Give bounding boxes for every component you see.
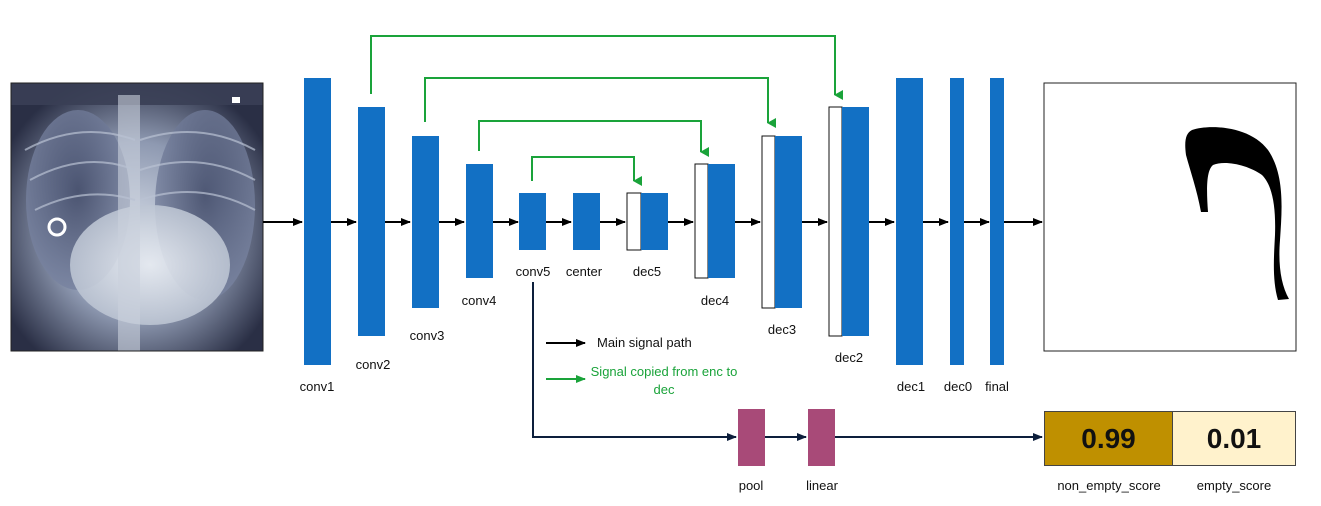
label-conv3: conv3 bbox=[409, 328, 445, 343]
block-dec3-copy bbox=[761, 135, 776, 309]
block-dec4-copy bbox=[694, 163, 709, 279]
label-dec3: dec3 bbox=[767, 322, 797, 337]
mask-shape bbox=[1185, 127, 1289, 300]
block-dec5 bbox=[641, 193, 668, 250]
classifier-path bbox=[532, 282, 1043, 441]
network-blocks bbox=[304, 78, 1004, 365]
label-final: final bbox=[985, 379, 1009, 394]
label-conv2: conv2 bbox=[355, 357, 391, 372]
block-conv1 bbox=[304, 78, 331, 365]
label-pool: pool bbox=[738, 478, 764, 493]
block-dec1 bbox=[896, 78, 923, 365]
block-conv3 bbox=[412, 136, 439, 308]
legend-main-label: Main signal path bbox=[597, 335, 692, 350]
label-empty-score: empty_score bbox=[1196, 478, 1272, 493]
label-linear: linear bbox=[806, 478, 838, 493]
non-empty-score-value: 0.99 bbox=[1081, 422, 1136, 454]
output-mask-image bbox=[1043, 82, 1297, 352]
block-pool bbox=[738, 409, 765, 466]
skip-conv2-dec2 bbox=[370, 35, 843, 100]
block-conv2 bbox=[358, 107, 385, 336]
label-dec0: dec0 bbox=[943, 379, 973, 394]
block-center bbox=[573, 193, 600, 250]
label-dec4: dec4 bbox=[700, 293, 730, 308]
block-linear bbox=[808, 409, 835, 466]
label-conv1: conv1 bbox=[299, 379, 335, 394]
block-conv5 bbox=[519, 193, 546, 250]
non-empty-score-box: 0.99 bbox=[1044, 411, 1173, 466]
empty-score-value: 0.01 bbox=[1206, 422, 1262, 454]
label-dec1: dec1 bbox=[896, 379, 926, 394]
block-dec2-copy bbox=[828, 106, 843, 337]
block-dec5-copy bbox=[626, 192, 642, 251]
label-non-empty-score: non_empty_score bbox=[1057, 478, 1161, 493]
skip-conv4-dec4 bbox=[478, 120, 709, 157]
block-conv4 bbox=[466, 164, 493, 278]
block-final bbox=[990, 78, 1004, 365]
label-conv4: conv4 bbox=[461, 293, 497, 308]
label-dec5: dec5 bbox=[632, 264, 662, 279]
block-dec0 bbox=[950, 78, 964, 365]
skip-conv3-dec3 bbox=[424, 77, 776, 128]
label-dec2: dec2 bbox=[834, 350, 864, 365]
empty-score-box: 0.01 bbox=[1172, 411, 1296, 466]
block-dec2 bbox=[842, 107, 869, 336]
input-xray-image bbox=[10, 82, 264, 352]
skip-conv5-dec5 bbox=[531, 156, 642, 186]
block-dec4 bbox=[708, 164, 735, 278]
label-conv5: conv5 bbox=[515, 264, 551, 279]
legend-copy-label: Signal copied from enc to dec bbox=[590, 364, 738, 397]
skip-connections bbox=[370, 35, 843, 186]
block-dec3 bbox=[775, 136, 802, 308]
label-center: center bbox=[565, 264, 603, 279]
